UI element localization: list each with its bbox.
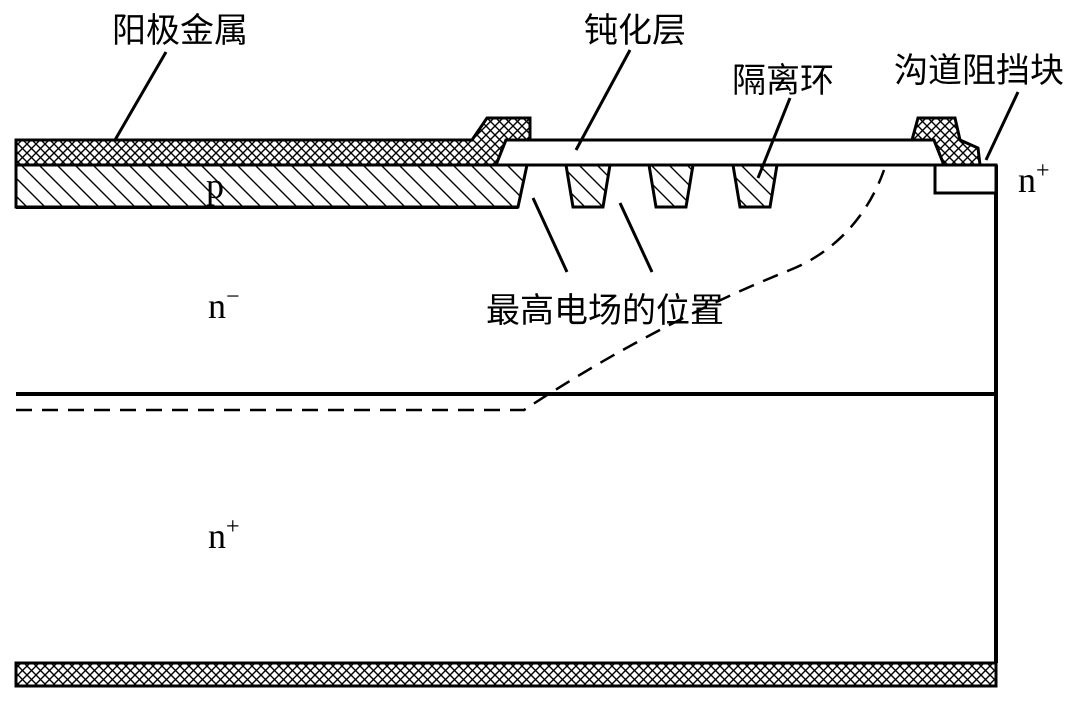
leader-max-field-1 — [531, 197, 569, 273]
channel-stopper-metal — [910, 116, 982, 167]
label-n-plus-substrate: n+ — [208, 514, 240, 556]
n-plus-edge-sup: + — [1036, 158, 1050, 184]
leader-lines — [113, 49, 1020, 273]
n-plus-substrate-base: n — [208, 516, 226, 556]
channel-stopper-n-plus-region — [933, 163, 998, 195]
label-passivation-layer: 钝化层 — [584, 11, 686, 51]
label-channel-stopper: 沟道阻挡块 — [894, 51, 1064, 91]
n-minus-sup: − — [226, 284, 240, 310]
label-isolation-ring: 隔离环 — [732, 61, 834, 101]
passivation-layer — [493, 138, 947, 167]
depletion-boundary — [16, 169, 886, 412]
device-body-outline — [16, 165, 998, 663]
leader-passivation — [574, 49, 632, 151]
label-anode-metal: 阳极金属 — [112, 11, 248, 51]
leader-isolation-ring — [756, 97, 792, 179]
n-minus-base: n — [208, 286, 226, 326]
p-region — [14, 163, 529, 209]
label-n-plus-edge: n+ — [1018, 158, 1050, 200]
leader-channel-stopper — [984, 91, 1020, 161]
label-n-minus: n− — [208, 284, 240, 326]
n-plus-edge-base: n — [1018, 160, 1036, 200]
isolation-ring-3 — [731, 163, 779, 209]
anode-metal-layer — [14, 116, 532, 167]
leader-max-field-2 — [618, 202, 654, 273]
n-plus-substrate-sup: + — [226, 514, 240, 540]
leader-anode-metal — [113, 51, 168, 141]
label-p-region: p — [206, 166, 224, 206]
label-max-field-position: 最高电场的位置 — [486, 291, 724, 331]
isolation-ring-2 — [647, 163, 695, 209]
bottom-metal-layer — [14, 661, 998, 688]
isolation-ring-1 — [564, 163, 612, 209]
